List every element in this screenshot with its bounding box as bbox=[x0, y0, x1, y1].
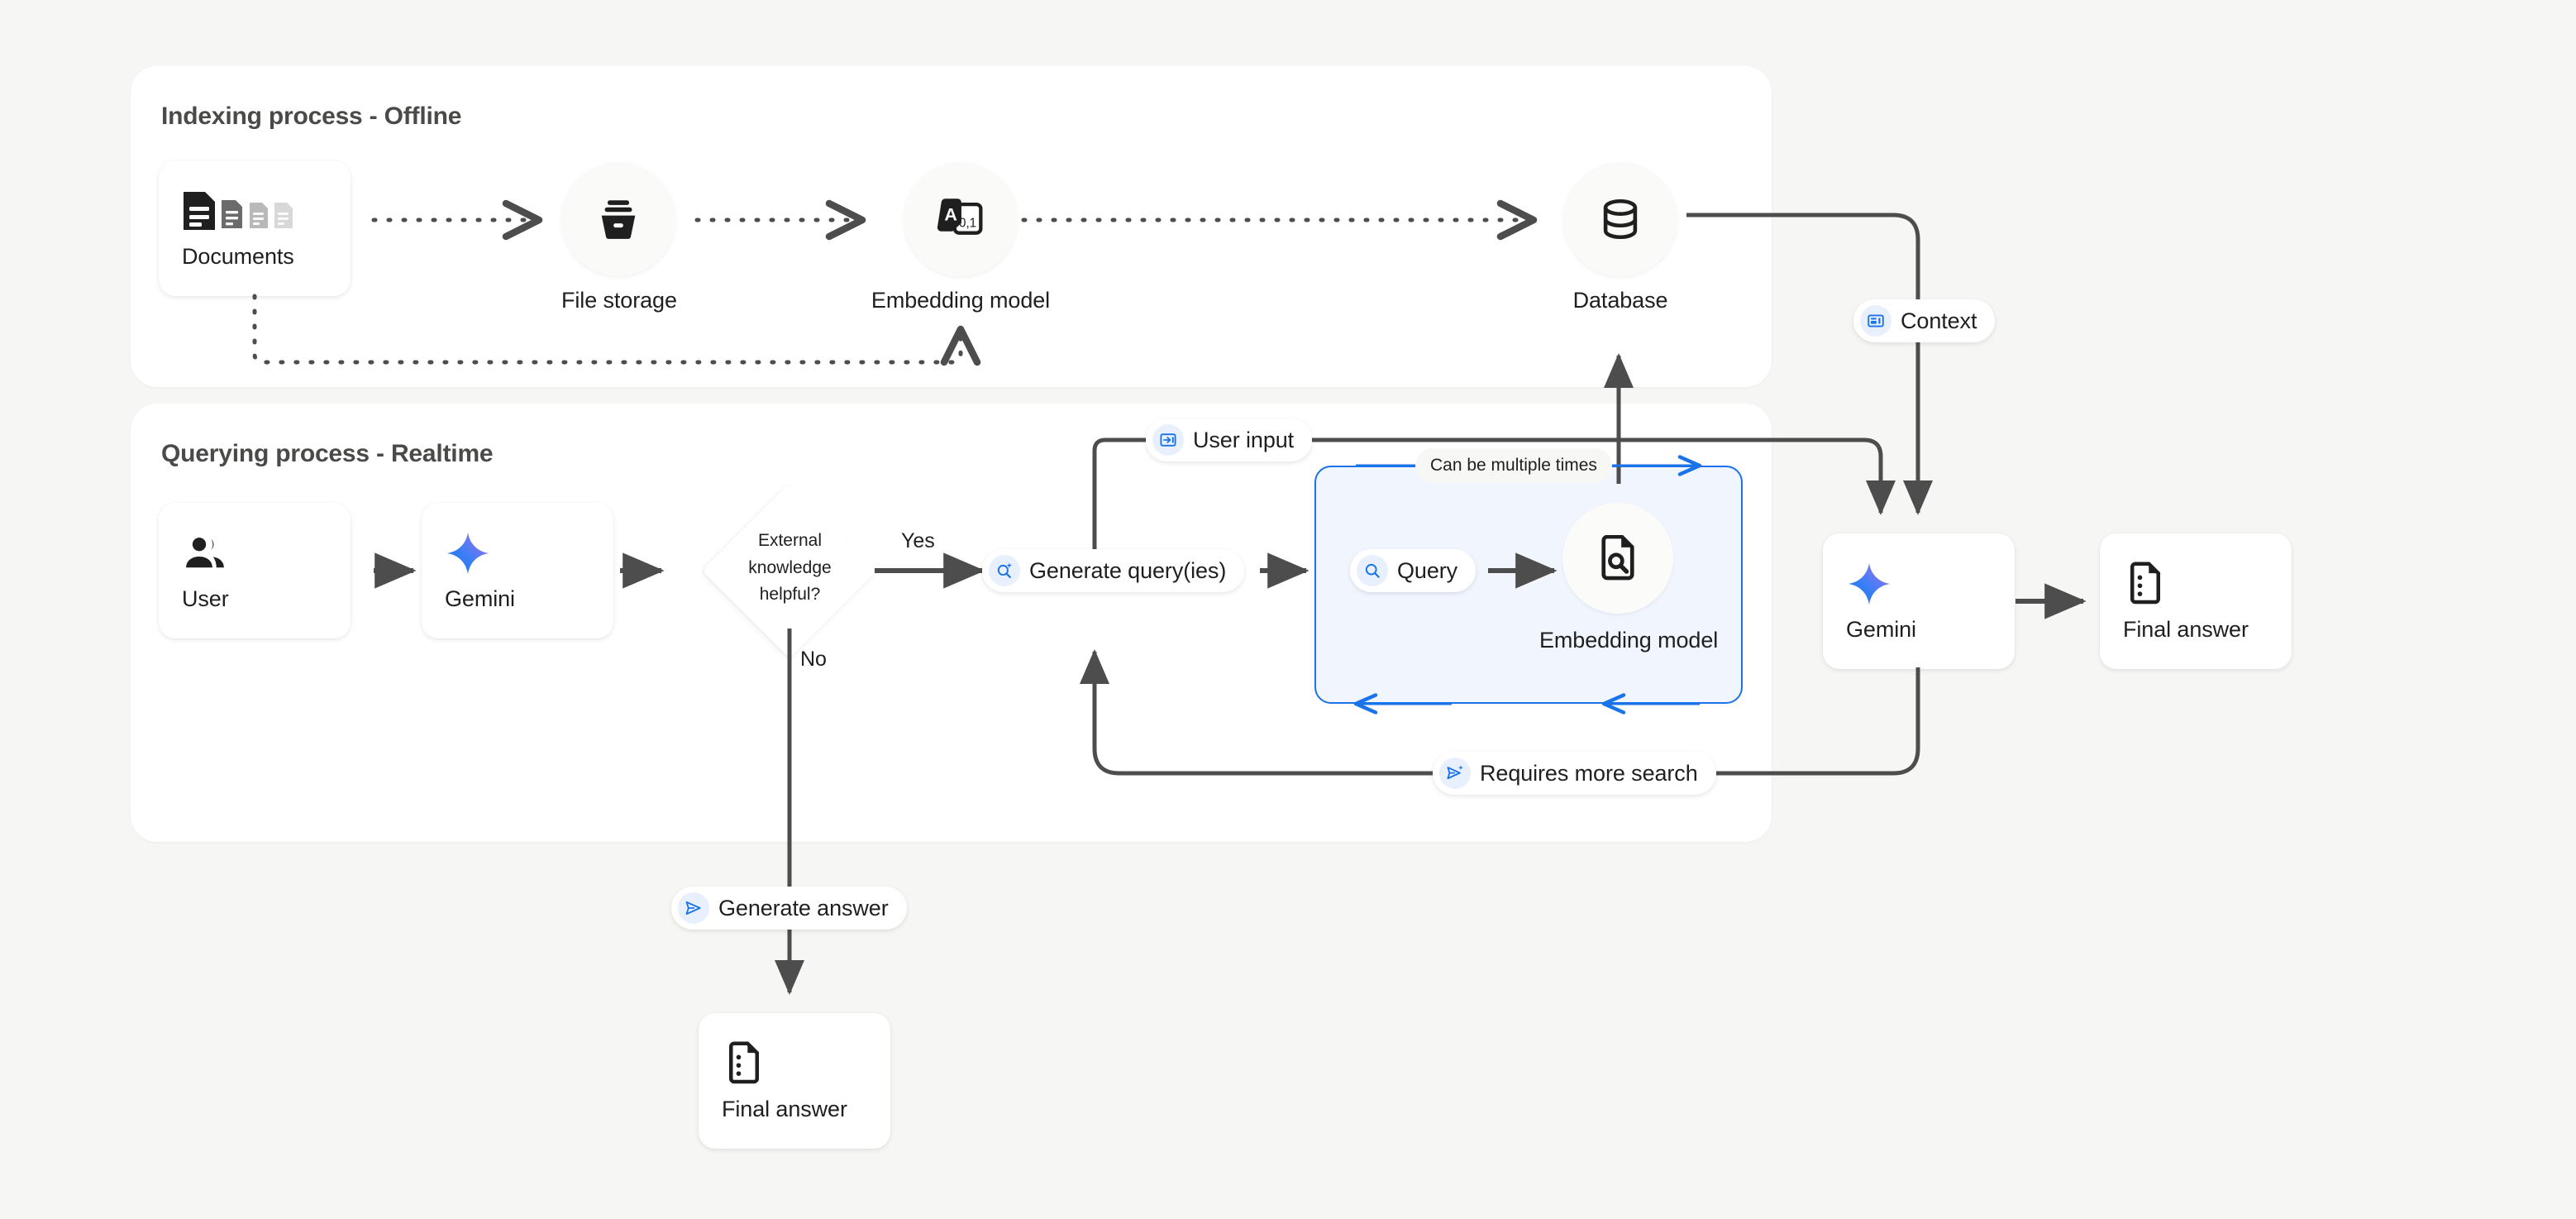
pill-generate-answer[interactable]: Generate answer bbox=[671, 887, 907, 930]
documents-icon bbox=[182, 188, 351, 234]
search-sparkle-icon bbox=[989, 555, 1020, 586]
send-icon bbox=[678, 892, 709, 924]
gemini-sparkle-icon bbox=[1846, 561, 2015, 607]
pill-label: Requires more search bbox=[1480, 760, 1698, 786]
node-database-label: Database bbox=[1572, 288, 1668, 313]
embedding-model-icon: 0,1 A bbox=[937, 198, 983, 235]
send-sparkle-icon bbox=[1439, 758, 1471, 789]
file-storage-icon bbox=[601, 200, 636, 239]
label-can-be-multiple-times: Can be multiple times bbox=[1415, 448, 1612, 483]
node-gemini-2[interactable]: Gemini bbox=[1823, 533, 2015, 669]
node-database[interactable] bbox=[1563, 162, 1677, 276]
node-label: Gemini bbox=[445, 586, 515, 611]
node-final-answer-bottom[interactable]: Final answer bbox=[699, 1013, 890, 1149]
node-final-answer-right[interactable]: Final answer bbox=[2100, 533, 2292, 669]
node-gemini-1[interactable]: Gemini bbox=[422, 503, 613, 638]
querying-panel-title: Querying process - Realtime bbox=[161, 440, 494, 467]
node-documents[interactable]: Documents bbox=[159, 160, 351, 296]
indexing-panel-title: Indexing process - Offline bbox=[161, 103, 462, 130]
node-label: Gemini bbox=[1846, 616, 1916, 642]
node-decision-label: External knowledge helpful? bbox=[748, 531, 832, 605]
user-input-icon bbox=[1152, 424, 1184, 456]
pill-label: Context bbox=[1901, 308, 1977, 333]
pill-query[interactable]: Query bbox=[1350, 549, 1476, 592]
search-icon bbox=[1357, 555, 1388, 586]
pill-context[interactable]: Context bbox=[1853, 299, 1996, 342]
user-group-icon bbox=[182, 530, 351, 576]
document-search-icon bbox=[1601, 535, 1634, 581]
svg-text:A: A bbox=[944, 204, 957, 224]
node-user[interactable]: User bbox=[159, 503, 351, 638]
pill-label: Generate answer bbox=[718, 895, 889, 920]
pill-requires-more-search[interactable]: Requires more search bbox=[1433, 752, 1716, 795]
context-icon bbox=[1860, 305, 1891, 337]
pill-label: Generate query(ies) bbox=[1029, 557, 1227, 583]
final-answer-icon bbox=[722, 1040, 890, 1087]
edge-label-no: No bbox=[800, 648, 827, 671]
final-answer-icon bbox=[2123, 561, 2292, 607]
node-file-storage-label: File storage bbox=[561, 288, 677, 313]
node-embedding-model-2[interactable] bbox=[1562, 503, 1673, 614]
svg-text:0,1: 0,1 bbox=[959, 217, 976, 231]
node-embedding-model-label: Embedding model bbox=[871, 288, 1051, 313]
node-label: Final answer bbox=[722, 1096, 847, 1121]
node-embedding-model-2-label: Embedding model bbox=[1539, 628, 1719, 653]
pill-label: Query bbox=[1397, 557, 1458, 583]
node-label: User bbox=[182, 586, 229, 611]
node-label: Documents bbox=[182, 243, 294, 269]
pill-user-input[interactable]: User input bbox=[1146, 418, 1313, 461]
database-icon bbox=[1603, 198, 1638, 240]
gemini-sparkle-icon bbox=[445, 530, 613, 576]
node-file-storage[interactable] bbox=[561, 162, 675, 276]
pill-generate-queries[interactable]: Generate query(ies) bbox=[982, 549, 1245, 592]
node-label: Final answer bbox=[2123, 616, 2249, 642]
edge-label-yes: Yes bbox=[901, 529, 935, 552]
pill-label: User input bbox=[1193, 427, 1295, 452]
node-embedding-model[interactable]: 0,1 A bbox=[904, 162, 1018, 276]
